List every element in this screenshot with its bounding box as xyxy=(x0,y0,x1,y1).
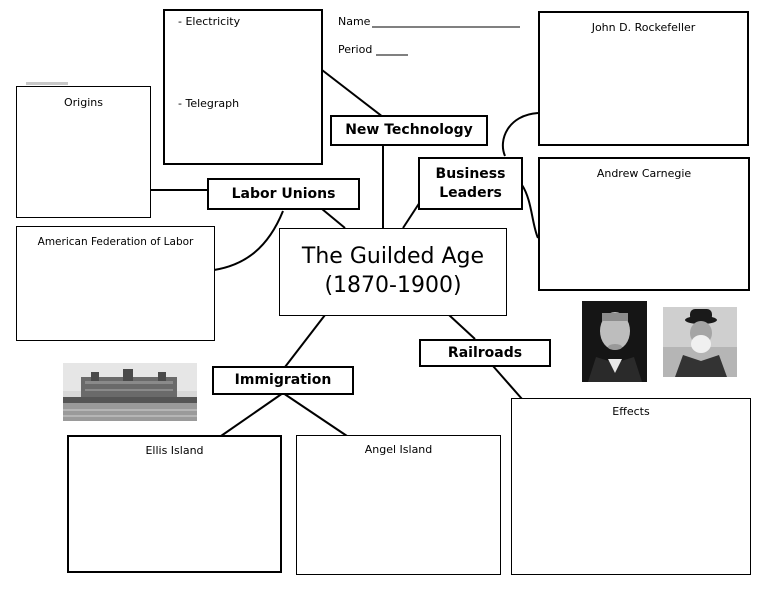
ellis-island-text: Ellis Island xyxy=(145,444,204,457)
line-center-railroads xyxy=(448,314,476,340)
angel-island-text: Angel Island xyxy=(364,443,433,456)
rockefeller-portrait xyxy=(582,301,647,382)
immigration-label: Immigration xyxy=(212,366,354,395)
ellis-island-photo xyxy=(63,363,197,421)
rockefeller-text: John D. Rockefeller xyxy=(591,21,696,34)
center-years: (1870-1900) xyxy=(324,273,462,298)
scan-smudge xyxy=(26,82,68,85)
labor-unions-label: Labor Unions xyxy=(207,178,360,210)
effects-text: Effects xyxy=(612,405,650,418)
business-leaders-line2: Leaders xyxy=(439,184,502,201)
line-immigration-ellis xyxy=(220,392,284,437)
line-immigration-angel xyxy=(282,392,348,437)
line-afl-unions xyxy=(213,210,284,271)
line-center-business xyxy=(402,201,421,229)
carnegie-box[interactable]: Andrew Carnegie xyxy=(538,157,750,291)
name-label: Name xyxy=(338,15,371,28)
new-technology-label: New Technology xyxy=(330,115,488,146)
line-tech-box xyxy=(321,69,384,118)
technology-box[interactable]: - Electricity - Telegraph xyxy=(163,9,323,165)
afl-text: American Federation of Labor xyxy=(37,236,194,248)
line-center-immigration xyxy=(284,314,326,368)
business-leaders-line1: Business xyxy=(435,165,506,182)
effects-box[interactable]: Effects xyxy=(511,398,751,575)
electricity-text: - Electricity xyxy=(178,15,241,28)
center-title: The Guilded Age xyxy=(301,244,485,270)
rockefeller-box[interactable]: John D. Rockefeller xyxy=(538,11,749,146)
railroads-label: Railroads xyxy=(419,339,551,367)
line-business-carnegie xyxy=(521,184,539,239)
telegraph-text: - Telegraph xyxy=(178,97,240,110)
angel-island-box[interactable]: Angel Island xyxy=(296,435,501,575)
line-business-rockefeller xyxy=(501,112,539,157)
afl-box[interactable]: American Federation of Labor xyxy=(16,226,215,341)
carnegie-portrait xyxy=(663,307,737,377)
line-unions-center xyxy=(321,208,346,229)
ellis-island-box[interactable]: Ellis Island xyxy=(67,435,282,573)
line-railroads-effects xyxy=(492,365,523,400)
business-leaders-label: Business Leaders xyxy=(418,157,523,210)
center-topic-box: The Guilded Age (1870-1900) xyxy=(279,228,507,316)
period-label: Period xyxy=(338,43,373,56)
origins-text: Origins xyxy=(64,96,103,109)
carnegie-text: Andrew Carnegie xyxy=(596,167,692,180)
origins-box[interactable]: Origins xyxy=(16,86,151,218)
